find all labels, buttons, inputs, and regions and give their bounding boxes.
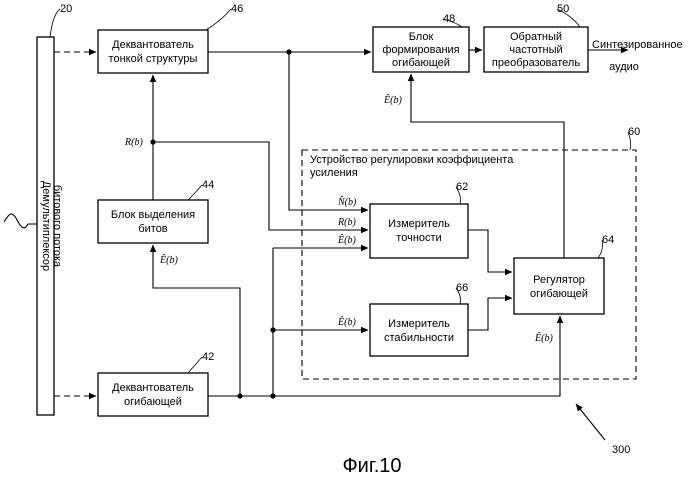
ref-44: 44 (202, 179, 214, 191)
gain-device-label-line2: усиления (310, 167, 358, 179)
ref-62: 62 (456, 181, 468, 193)
accuracy-label-line1: Измеритель (388, 218, 450, 230)
bit-allocation-block: Блок выделения битов (98, 200, 208, 243)
env-dequant-label-line1: Деквантователь (112, 382, 194, 394)
ref-48: 48 (443, 13, 455, 25)
inverse-freq-label-line3: преобразователь (492, 57, 580, 69)
inverse-freq-label-line2: частотный (509, 44, 562, 56)
demux-block: Демультиплексор битового потока (37, 37, 63, 415)
signal-e-hat-envelope-former: Ê(b) (383, 94, 402, 106)
signal-r-bit-alloc: R(b) (124, 137, 143, 148)
signal-e-hat-stability: Ê(b) (337, 316, 356, 328)
signal-n-hat-accuracy: N̂(b) (337, 195, 357, 208)
inverse-freq-label-line1: Обратный (510, 31, 562, 43)
envelope-regulator-block: Регулятор огибающей (514, 258, 604, 314)
fine-dequant-label-line2: тонкой структуры (109, 53, 198, 65)
output-label-line2: аудио (609, 61, 639, 73)
output-label-line1: Синтезированное (592, 39, 683, 51)
ref-46: 46 (231, 3, 243, 15)
bit-alloc-label-line2: битов (138, 223, 167, 235)
ref-300: 300 (612, 444, 630, 456)
demux-label-line1: Демультиплексор (40, 181, 52, 271)
envelope-former-label-line1: Блок (409, 31, 434, 43)
envelope-former-label-line2: формирования (382, 44, 459, 56)
inverse-frequency-transformer-block: Обратный частотный преобразователь (484, 27, 588, 72)
gain-device-label-line1: Устройство регулировки коэффициента (310, 154, 514, 166)
signal-r-accuracy: R(b) (337, 217, 356, 228)
stability-meter-block: Измеритель стабильности (370, 304, 468, 356)
stability-label-line2: стабильности (384, 332, 454, 344)
accuracy-label-line2: точности (396, 232, 441, 244)
signal-e-hat-regulator: Ê(b) (534, 332, 553, 344)
envelope-former-label-line3: огибающей (392, 57, 450, 69)
envelope-dequantizer-block: Деквантователь огибающей (98, 373, 208, 416)
envelope-former-block: Блок формирования огибающей (373, 27, 469, 72)
fine-dequant-label-line1: Деквантователь (112, 39, 194, 51)
regulator-label-line2: огибающей (530, 288, 588, 300)
fine-structure-dequantizer-block: Деквантователь тонкой структуры (98, 30, 208, 73)
ref-66: 66 (456, 282, 468, 294)
demux-label-line2: битового потока (51, 185, 63, 268)
env-dequant-label-line2: огибающей (124, 396, 182, 408)
output-label: Синтезированное аудио (592, 39, 683, 73)
ref-42: 42 (202, 351, 214, 363)
ref-64: 64 (602, 234, 614, 246)
signal-e-hat-accuracy: Ê(b) (337, 234, 356, 246)
accuracy-meter-block: Измеритель точности (370, 204, 468, 258)
input-signal-squiggle (4, 214, 37, 228)
ref-50: 50 (557, 3, 569, 15)
stability-label-line1: Измеритель (388, 318, 450, 330)
signal-e-hat-bit-alloc: Ê(b) (159, 254, 178, 266)
ref-20: 20 (60, 3, 72, 15)
regulator-label-line1: Регулятор (533, 274, 585, 286)
bit-alloc-label-line1: Блок выделения (111, 209, 195, 221)
figure-caption: Фиг.10 (342, 455, 401, 477)
